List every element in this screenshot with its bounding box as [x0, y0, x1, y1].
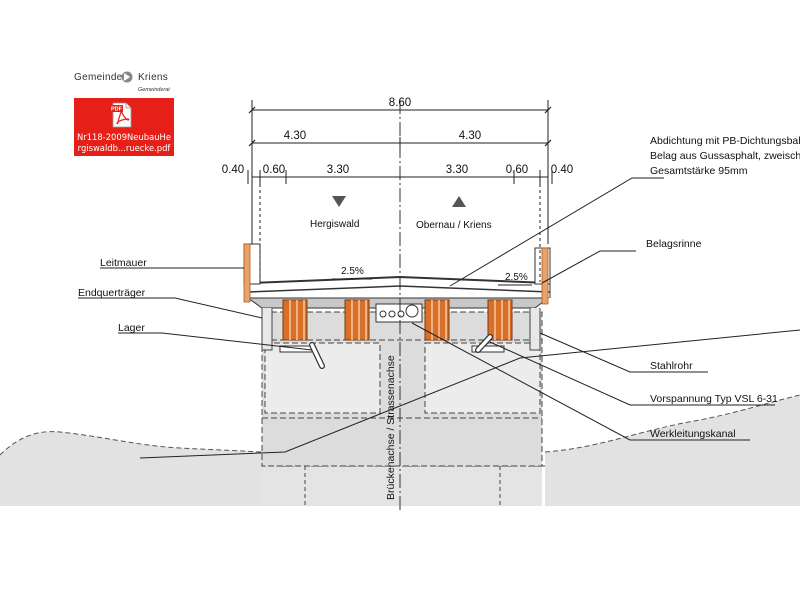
label-lager: Lager [118, 322, 145, 334]
axis-label: Brückenachse / Strassenachse [385, 355, 397, 500]
dim-curb-left: 0.60 [263, 164, 285, 176]
dim-edge-right: 0.40 [551, 164, 573, 176]
girder [282, 299, 308, 341]
direction-right: Obernau / Kriens [416, 220, 492, 231]
label-abdichtung-1: Abdichtung mit PB-Dichtungsbah [650, 135, 800, 147]
slope-right: 2.5% [505, 272, 528, 283]
pier [255, 465, 545, 506]
label-abdichtung-2: Belag aus Gussasphalt, zweischic [650, 150, 800, 162]
centre-axis: Brückenachse / Strassenachse [385, 100, 401, 510]
label-abdichtung-3: Gesamtstärke 95mm [650, 165, 748, 177]
girder [487, 299, 513, 341]
gemeinde-kriens-logo: Gemeinde Kriens Gemeinderat [74, 70, 174, 96]
dimension-lines [247, 100, 553, 282]
label-belagsrinne: Belagsrinne [646, 238, 702, 250]
label-leitmauer: Leitmauer [100, 257, 147, 269]
leader-lines [78, 177, 800, 459]
dim-curb-right: 0.60 [506, 164, 528, 176]
slopes: 2.5% 2.5% [332, 266, 532, 286]
pdf-badge: PDF [111, 107, 123, 113]
utility-channel [375, 303, 423, 323]
logo-name: Gemeinde Kriens [74, 72, 169, 83]
direction-down-icon [332, 196, 346, 207]
label-stahlrohr: Stahlrohr [650, 360, 693, 372]
dim-lane-right: 3.30 [446, 164, 468, 176]
label-endquertraeger: Endquerträger [78, 287, 146, 299]
terrain [0, 394, 800, 506]
girders [282, 299, 513, 341]
parapet-right [534, 247, 551, 305]
dim-half-left: 4.30 [284, 130, 306, 142]
callout-labels: Leitmauer Endquerträger Lager Abdichtung… [78, 135, 800, 440]
dim-lane-left: 3.30 [327, 164, 349, 176]
logo-mark-icon [121, 71, 133, 83]
pdf-attachment-tile[interactable]: PDF Nr118-2009NeubauHe rgiswaldb...rueck… [74, 98, 174, 156]
pdf-file-icon: PDF [110, 102, 132, 128]
dim-total: 8.60 [389, 97, 411, 109]
direction-up-icon [452, 196, 466, 207]
bearings [279, 334, 505, 369]
slope-left: 2.5% [341, 266, 364, 277]
direction-left: Hergiswald [310, 219, 359, 230]
label-vorspannung: Vorspannung Typ VSL 6-31 [650, 393, 778, 405]
dim-half-right: 4.30 [459, 130, 481, 142]
girder [424, 299, 450, 341]
traffic-directions: Hergiswald Obernau / Kriens [310, 196, 492, 231]
logo-subtitle: Gemeinderat [138, 87, 170, 93]
label-werkleitungskanal: Werkleitungskanal [650, 428, 736, 440]
abutment [261, 311, 543, 467]
dim-edge-left: 0.40 [222, 164, 244, 176]
dimension-labels: 8.60 4.30 4.30 0.40 0.60 3.30 3.30 0.60 … [222, 97, 573, 176]
pdf-file-name: Nr118-2009NeubauHe rgiswaldb...ruecke.pd… [77, 132, 171, 153]
parapet-left [243, 243, 261, 303]
girder [344, 299, 370, 341]
